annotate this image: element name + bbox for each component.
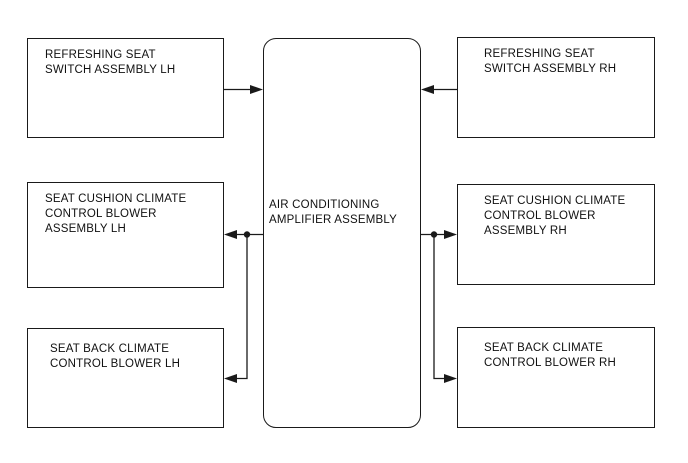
node-label: SEAT CUSHION CLIMATE CONTROL BLOWER ASSE… [45, 193, 187, 235]
connector-center-to-bottom-left [224, 234, 248, 383]
connector-center-to-mid-right [421, 230, 457, 239]
arrowhead-right-icon [444, 374, 457, 383]
node-label: REFRESHING SEAT SWITCH ASSEMBLY LH [45, 49, 176, 76]
node-seat-back-climate-blower-lh: SEAT BACK CLIMATE CONTROL BLOWER LH [27, 328, 224, 428]
node-seat-back-climate-blower-rh: SEAT BACK CLIMATE CONTROL BLOWER RH [457, 327, 655, 428]
node-label: AIR CONDITIONING AMPLIFIER ASSEMBLY [269, 199, 398, 226]
junction-dot [430, 231, 438, 238]
junction-dot [243, 231, 251, 238]
node-label: SEAT BACK CLIMATE CONTROL BLOWER RH [484, 342, 617, 369]
node-label: REFRESHING SEAT SWITCH ASSEMBLY RH [484, 48, 617, 75]
arrowhead-right-icon [444, 230, 457, 239]
arrowhead-right-icon [250, 85, 263, 94]
connector-center-to-bottom-right [433, 234, 457, 383]
node-label: SEAT CUSHION CLIMATE CONTROL BLOWER ASSE… [484, 195, 626, 237]
node-ac-amplifier-assembly: AIR CONDITIONING AMPLIFIER ASSEMBLY [263, 38, 421, 428]
node-seat-cushion-climate-blower-rh: SEAT CUSHION CLIMATE CONTROL BLOWER ASSE… [457, 184, 655, 285]
node-refreshing-seat-switch-lh: REFRESHING SEAT SWITCH ASSEMBLY LH [27, 38, 224, 138]
node-seat-cushion-climate-blower-lh: SEAT CUSHION CLIMATE CONTROL BLOWER ASSE… [27, 182, 224, 288]
arrowhead-left-icon [224, 374, 237, 383]
arrowhead-left-icon [421, 85, 434, 94]
node-refreshing-seat-switch-rh: REFRESHING SEAT SWITCH ASSEMBLY RH [457, 37, 655, 138]
connector-center-to-mid-left [224, 230, 263, 239]
node-label: SEAT BACK CLIMATE CONTROL BLOWER LH [50, 343, 181, 370]
connector-top-left-to-center [224, 85, 263, 94]
connector-top-right-to-center [421, 85, 457, 94]
arrowhead-left-icon [224, 230, 237, 239]
